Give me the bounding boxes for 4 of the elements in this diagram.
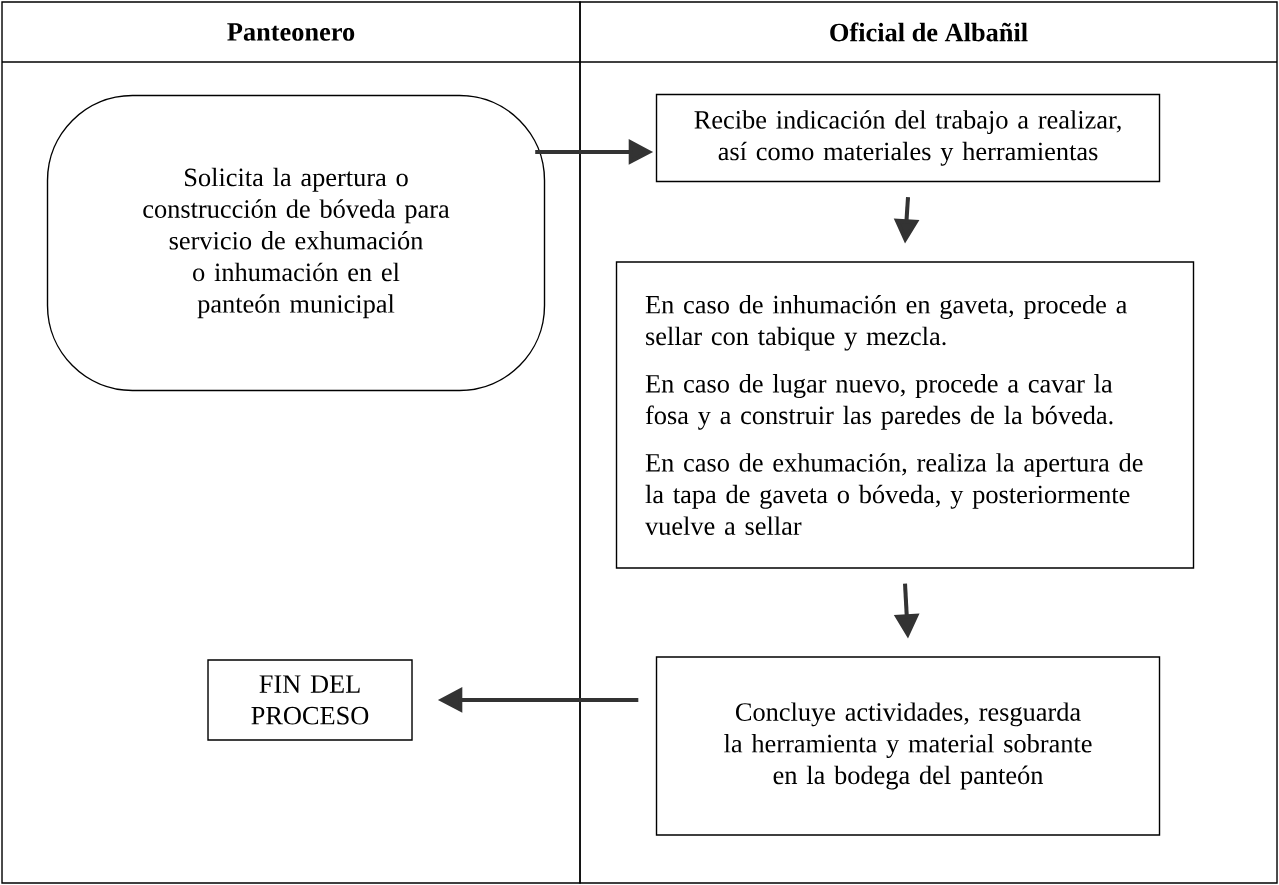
process-box: En caso de inhumación en gaveta, procede a sellar con tabique y mezcla. En caso de lugar nuevo, procede a cavar la fosa y a construir las paredes de la bóveda. En caso de exhumación, realiza la apertura de la tapa de gaveta o bóveda, y posteriormente vuelve a sellar [615,261,1195,569]
process-box: Concluye actividades, resguarda la herramienta y material sobrante en la bodega del panteón [655,656,1161,836]
process-box: Recibe indicación del trabajo a realizar, así como materiales y herramientas [655,93,1161,183]
process-box: FIN DEL PROCESO [207,659,413,741]
